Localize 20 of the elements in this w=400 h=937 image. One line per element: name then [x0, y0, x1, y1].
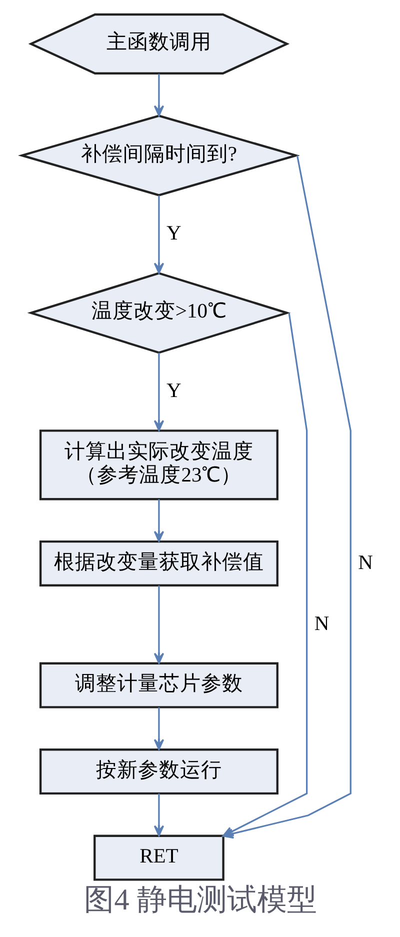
node-box: 计算出实际改变温度（参考温度23℃）: [38, 429, 278, 500]
arrow: [153, 352, 164, 431]
node-box: 调整计量芯片参数: [38, 662, 278, 708]
arrow: [153, 195, 164, 274]
arrow: [222, 312, 308, 836]
caption: 图4 静电测试模型: [84, 882, 316, 916]
arrow: [153, 73, 164, 116]
arrow: [153, 498, 164, 542]
edge-label: N: [358, 551, 372, 574]
edge-label: Y: [166, 380, 181, 402]
edge-label: Y: [166, 222, 181, 244]
node-box: 根据改变量获取补偿值: [38, 540, 278, 586]
arrow: [153, 706, 164, 750]
edge-label: N: [314, 612, 329, 634]
node-box: 按新参数运行: [38, 748, 278, 794]
node-box: RET: [93, 834, 224, 880]
node-diamond: 补偿间隔时间到?: [17, 114, 300, 196]
node-diamond: 温度改变>10℃: [26, 272, 290, 354]
arrow: [153, 793, 164, 836]
arrow: [153, 585, 164, 664]
